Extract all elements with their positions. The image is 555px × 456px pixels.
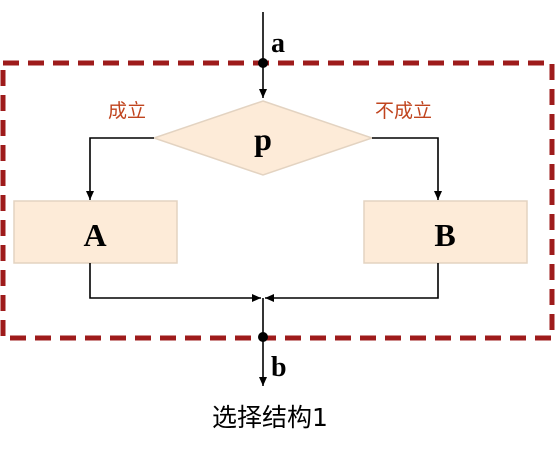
selection-structure-boundary [0, 60, 555, 341]
entry-label: a [271, 28, 285, 59]
merge-arrow-right [265, 263, 439, 302]
decision-diamond [151, 100, 375, 176]
process-label-b: B [434, 217, 455, 253]
process-box-a [13, 200, 178, 264]
process-label-a: A [83, 217, 106, 253]
exit-label: b [271, 352, 287, 383]
true-branch-arrow [86, 137, 154, 200]
merge-arrow-left [89, 263, 261, 302]
decision-label: p [254, 121, 272, 157]
false-branch-arrow [372, 137, 442, 200]
true-branch-label: 成立 [108, 100, 146, 122]
exit-dot [258, 332, 268, 342]
diagram-caption: 选择结构1 [212, 403, 328, 432]
false-branch-label: 不成立 [375, 100, 432, 122]
entry-dot [258, 58, 268, 68]
process-box-b [363, 200, 528, 264]
